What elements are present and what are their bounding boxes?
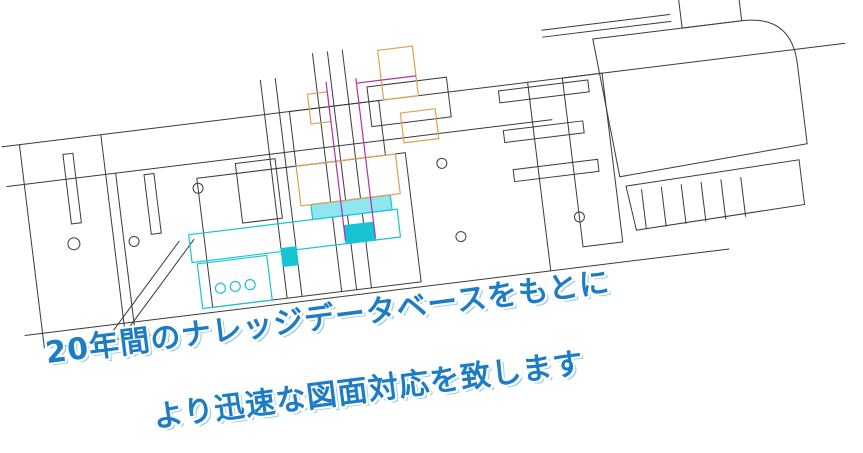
cyan-slide-part (310, 194, 393, 221)
motor-block (676, 0, 743, 29)
frame-line (115, 173, 137, 338)
cyan-block (280, 246, 299, 268)
frame-line (100, 134, 127, 339)
housing-rib (640, 189, 647, 229)
bolt (502, 120, 585, 144)
housing-base (625, 159, 806, 231)
orange-part (376, 45, 420, 101)
magenta-line (325, 81, 347, 241)
cyan-pin (229, 280, 241, 293)
link-arm (105, 240, 180, 341)
gear-shaft (541, 13, 671, 31)
frame-line (18, 144, 45, 349)
frame-line (6, 119, 553, 188)
frame-line (1, 42, 846, 148)
bolt (512, 158, 600, 183)
cyan-block (343, 221, 377, 245)
frame-line (527, 82, 552, 271)
base-line (56, 334, 156, 348)
cyan-slide-part (196, 254, 273, 310)
gear-shaft (542, 20, 672, 38)
clamp-plate (561, 72, 624, 248)
housing-rib (740, 176, 747, 217)
bolt (143, 172, 162, 235)
frame-line (24, 248, 730, 336)
cyan-pin (214, 282, 227, 294)
shaft-line (341, 49, 372, 288)
mold-block (366, 76, 452, 128)
housing-rib (720, 179, 727, 220)
housing-rib (660, 186, 667, 227)
pin-circle (455, 231, 467, 243)
magenta-line (356, 75, 417, 84)
magenta-line (355, 78, 376, 238)
bolt-head (128, 235, 140, 247)
shaft-line (326, 51, 358, 290)
housing (592, 19, 808, 178)
bolt-head (67, 237, 81, 251)
bolt (62, 152, 82, 225)
orange-part (295, 153, 401, 207)
orange-part (399, 108, 440, 144)
cyan-pin (244, 279, 256, 291)
link-arm (120, 238, 195, 340)
pin-circle (436, 157, 448, 169)
housing-rib (680, 184, 687, 225)
mold-block (234, 158, 283, 224)
bolt (497, 79, 590, 104)
housing-rib (700, 181, 707, 222)
